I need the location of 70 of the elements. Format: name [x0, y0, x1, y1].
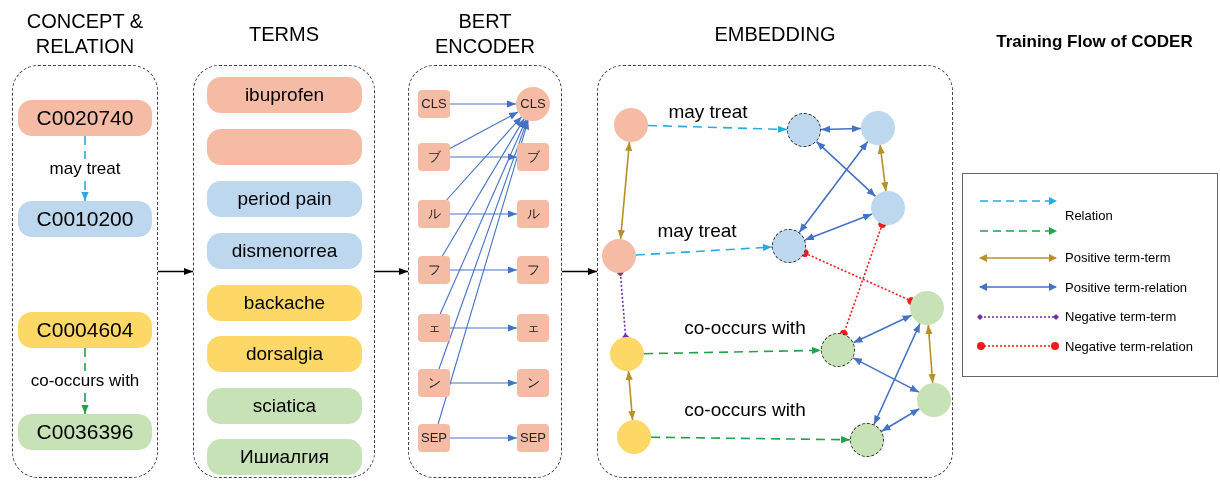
term-box: dismenorrea [207, 233, 362, 269]
term-box: sciatica [207, 388, 362, 424]
token-box: ン [517, 369, 549, 397]
column-heading: EMBEDDING [714, 21, 836, 47]
column-heading: CONCEPT & RELATION [25, 9, 145, 59]
edge-label: may treat [48, 158, 122, 179]
dotted-connector [839, 220, 887, 338]
term-box: ibuprofen [207, 77, 362, 113]
double-arrow [877, 144, 889, 192]
arrow [561, 267, 598, 276]
arrow [439, 119, 527, 315]
token-box: ェ [418, 314, 450, 342]
concept-box: C0020740 [18, 100, 152, 136]
arrow [437, 119, 530, 425]
double-arrow [625, 370, 636, 421]
arrow [449, 153, 518, 161]
concept-box: C0036396 [18, 414, 152, 450]
term-box: backache [207, 285, 362, 321]
arrow [449, 266, 518, 274]
term-box: period pain [207, 181, 362, 217]
double-arrow [925, 324, 936, 384]
token-box: SEP [517, 424, 549, 452]
concept-box: C0010200 [18, 201, 152, 237]
dashed-arrow [647, 124, 788, 133]
token-box: CLS [418, 90, 450, 118]
token-box: フ [418, 256, 450, 284]
token-box: ン [418, 369, 450, 397]
column-heading: BERT ENCODER [434, 9, 536, 59]
arrow [446, 116, 523, 201]
token-box: ル [418, 200, 450, 228]
arrow [449, 434, 518, 442]
column-heading: TERMS [249, 21, 319, 47]
arrow [449, 324, 518, 332]
token-box: フ [517, 256, 549, 284]
token-box: ブ [418, 143, 450, 171]
concept-box: C0004604 [18, 312, 152, 348]
double-arrow [804, 213, 873, 241]
double-arrow [852, 357, 920, 393]
double-arrow [798, 140, 869, 234]
term-box: dorsalgia [207, 336, 362, 372]
diagram-title: Training Flow of CODER [995, 31, 1194, 53]
arrow [449, 100, 517, 108]
dashed-arrow [81, 135, 89, 202]
arrow [449, 379, 518, 387]
double-arrow [617, 141, 633, 240]
dashed-arrow [81, 347, 89, 415]
arrow [374, 267, 409, 276]
legend-label: Positive term-term [1065, 249, 1171, 267]
legend-label: Positive term-relation [1065, 278, 1188, 297]
token-box: SEP [418, 424, 450, 452]
legend-label: Negative term-term [1065, 308, 1177, 326]
double-arrow [820, 125, 862, 133]
arrow [441, 118, 525, 257]
dotted-connector [800, 248, 916, 306]
arrow [438, 119, 528, 370]
token-box: ル [517, 200, 549, 228]
arrow [449, 111, 519, 149]
double-arrow [815, 140, 877, 198]
token-box: ブ [517, 143, 549, 171]
arrow [157, 267, 194, 276]
legend-label: Relation [1065, 207, 1113, 226]
token-box: ェ [517, 314, 549, 342]
arrow [449, 210, 518, 218]
term-box: Ишиалгия [207, 439, 362, 475]
dashed-arrow [635, 243, 773, 256]
dashed-arrow [643, 346, 822, 355]
legend-label: Negative term-relation [1065, 337, 1193, 356]
term-box [207, 129, 362, 165]
dashed-arrow [650, 436, 851, 444]
double-arrow [880, 407, 921, 433]
